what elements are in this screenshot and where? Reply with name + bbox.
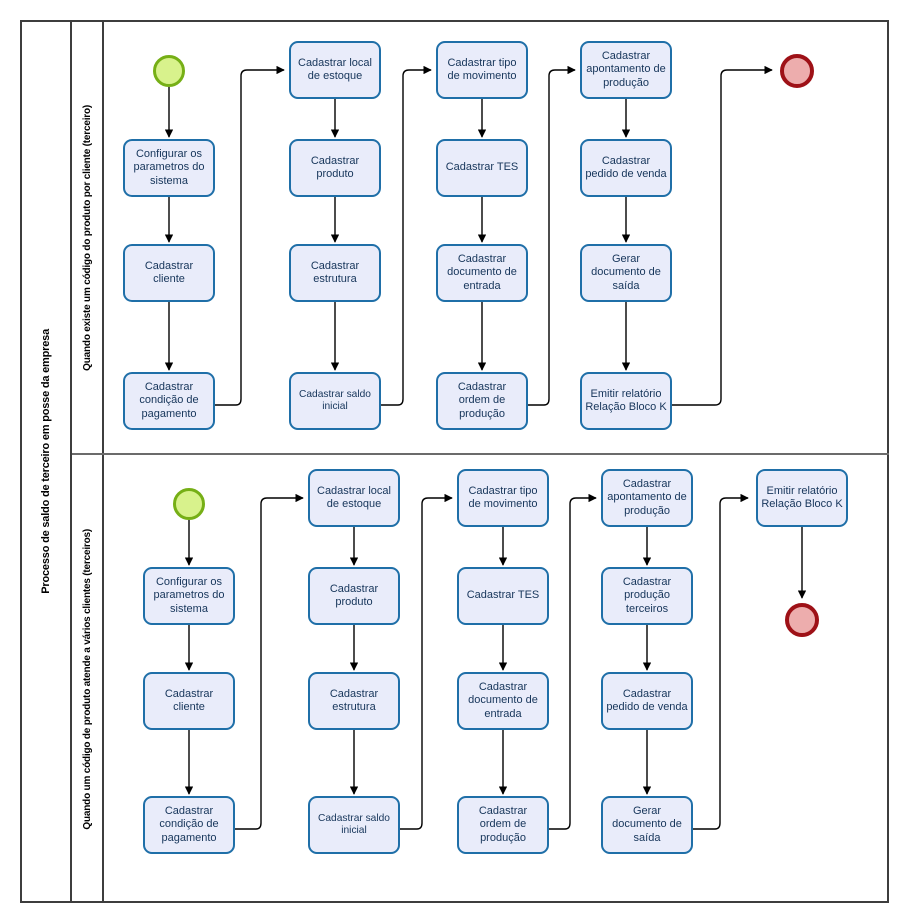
task-cadastrar-documento-entrada-lane-2[interactable]: Cadastrar documento de entrada	[457, 672, 549, 730]
start-event-lane-1[interactable]	[153, 55, 185, 87]
end-event-lane-1[interactable]	[780, 54, 814, 88]
start-event-lane-2[interactable]	[173, 488, 205, 520]
task-cadastrar-condicao-pagamento-lane-2[interactable]: Cadastrar condição de pagamento	[143, 796, 235, 854]
pool-processo-saldo-terceiro: Processo de saldo de terceiro em posse d…	[20, 20, 889, 903]
end-event-lane-2[interactable]	[785, 603, 819, 637]
task-cadastrar-tes-lane-2[interactable]: Cadastrar TES	[457, 567, 549, 625]
lane-1-label-text: Quando existe um código do produto por c…	[81, 104, 93, 371]
task-cadastrar-produto-lane-2[interactable]: Cadastrar produto	[308, 567, 400, 625]
task-cadastrar-estrutura-lane-1[interactable]: Cadastrar estrutura	[289, 244, 381, 302]
task-cadastrar-ordem-producao-lane-2[interactable]: Cadastrar ordem de produção	[457, 796, 549, 854]
task-cadastrar-pedido-venda-lane-1[interactable]: Cadastrar pedido de venda	[580, 139, 672, 197]
lane-2-label-text: Quando um código de produto atende a vár…	[81, 528, 93, 830]
task-cadastrar-tes-lane-1[interactable]: Cadastrar TES	[436, 139, 528, 197]
pool-label: Processo de saldo de terceiro em posse d…	[22, 22, 72, 901]
task-cadastrar-cliente-lane-1[interactable]: Cadastrar cliente	[123, 244, 215, 302]
task-cadastrar-apontamento-producao-lane-2[interactable]: Cadastrar apontamento de produção	[601, 469, 693, 527]
lane-quando-codigo-atende-varios-clientes: Quando um código de produto atende a vár…	[72, 455, 889, 903]
task-cadastrar-pedido-venda-lane-2[interactable]: Cadastrar pedido de venda	[601, 672, 693, 730]
task-cadastrar-estrutura-lane-2[interactable]: Cadastrar estrutura	[308, 672, 400, 730]
task-cadastrar-apontamento-producao-lane-1[interactable]: Cadastrar apontamento de produção	[580, 41, 672, 99]
task-cadastrar-condicao-pagamento-lane-1[interactable]: Cadastrar condição de pagamento	[123, 372, 215, 430]
task-cadastrar-saldo-inicial-lane-2[interactable]: Cadastrar saldo inicial	[308, 796, 400, 854]
task-cadastrar-cliente-lane-2[interactable]: Cadastrar cliente	[143, 672, 235, 730]
task-cadastrar-ordem-producao-lane-1[interactable]: Cadastrar ordem de produção	[436, 372, 528, 430]
lane-1-label: Quando existe um código do produto por c…	[72, 22, 104, 453]
lane-2-label: Quando um código de produto atende a vár…	[72, 455, 104, 903]
task-gerar-documento-saida-lane-2[interactable]: Gerar documento de saída	[601, 796, 693, 854]
task-cadastrar-tipo-movimento-lane-2[interactable]: Cadastrar tipo de movimento	[457, 469, 549, 527]
lane-1-body: Configurar os parametros do sistema Cada…	[104, 22, 889, 453]
task-cadastrar-saldo-inicial-lane-1[interactable]: Cadastrar saldo inicial	[289, 372, 381, 430]
task-cadastrar-producao-terceiros-lane-2[interactable]: Cadastrar produção terceiros	[601, 567, 693, 625]
task-configurar-parametros-sistema-lane-1[interactable]: Configurar os parametros do sistema	[123, 139, 215, 197]
task-gerar-documento-saida-lane-1[interactable]: Gerar documento de saída	[580, 244, 672, 302]
task-cadastrar-local-estoque-lane-1[interactable]: Cadastrar local de estoque	[289, 41, 381, 99]
pool-label-text: Processo de saldo de terceiro em posse d…	[40, 329, 52, 594]
task-cadastrar-produto-lane-1[interactable]: Cadastrar produto	[289, 139, 381, 197]
task-cadastrar-tipo-movimento-lane-1[interactable]: Cadastrar tipo de movimento	[436, 41, 528, 99]
task-configurar-parametros-sistema-lane-2[interactable]: Configurar os parametros do sistema	[143, 567, 235, 625]
task-cadastrar-local-estoque-lane-2[interactable]: Cadastrar local de estoque	[308, 469, 400, 527]
task-cadastrar-documento-entrada-lane-1[interactable]: Cadastrar documento de entrada	[436, 244, 528, 302]
task-emitir-relatorio-bloco-k-lane-2[interactable]: Emitir relatório Relação Bloco K	[756, 469, 848, 527]
task-emitir-relatorio-bloco-k-lane-1[interactable]: Emitir relatório Relação Bloco K	[580, 372, 672, 430]
lane-quando-existe-codigo-por-cliente: Quando existe um código do produto por c…	[72, 22, 889, 455]
lane-2-body: Configurar os parametros do sistema Cada…	[104, 455, 889, 903]
